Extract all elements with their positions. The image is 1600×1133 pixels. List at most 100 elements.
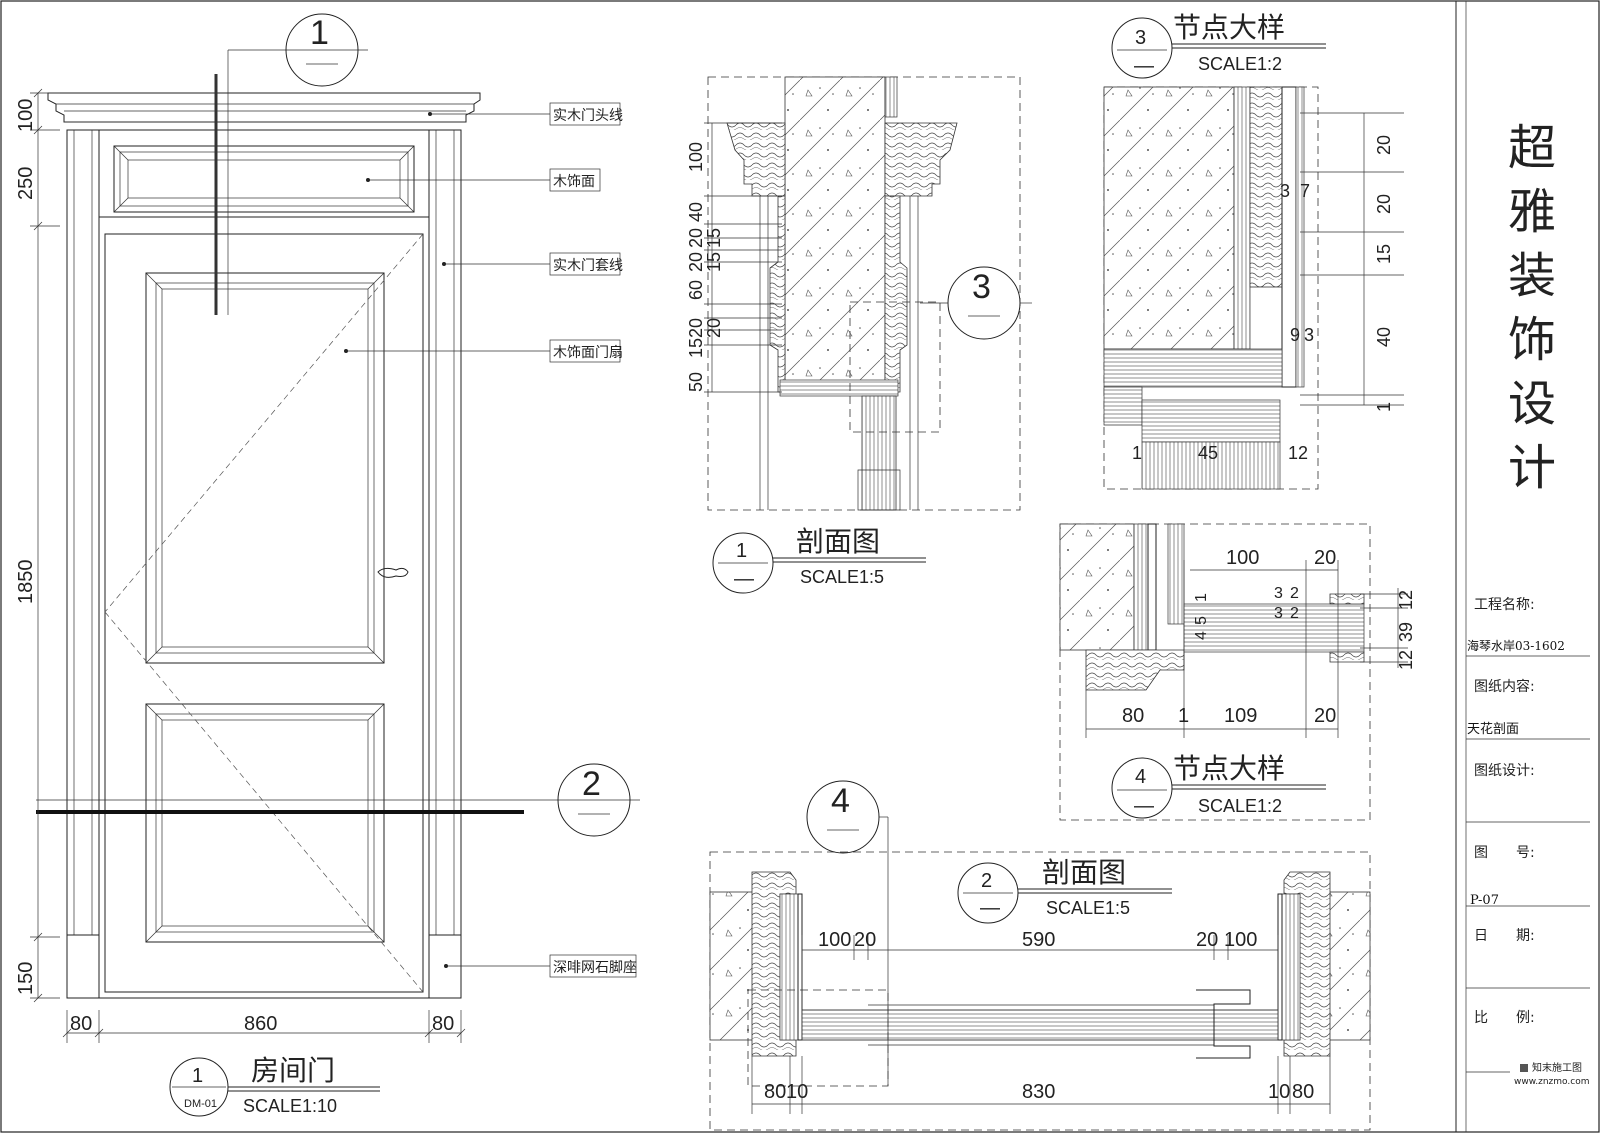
detail-3-view: 20 20 15 40 1 3 7 9 3 1 45 12 3 — 节点大样 S… xyxy=(1103,11,1404,490)
svg-text:20: 20 xyxy=(1374,194,1394,214)
svg-text:9: 9 xyxy=(1290,325,1300,345)
section-2-door-leaf xyxy=(801,1009,1279,1041)
callout-wood-veneer: 木饰面 xyxy=(553,174,595,190)
section-2-view: 4 100 20 590 20 100 80 10 830 10 xyxy=(709,780,1371,1131)
project-name-value: 海琴水岸03-1602 xyxy=(1467,638,1565,653)
svg-text:50: 50 xyxy=(686,372,706,392)
watermark-url: www.znzmo.com xyxy=(1514,1077,1589,1087)
dim-h-80-left: 80 xyxy=(70,1013,92,1035)
detail-4-view: 100 20 80 1 109 20 12 39 12 3 2 3 2 4 5 … xyxy=(1059,523,1416,821)
svg-text:20: 20 xyxy=(686,228,706,248)
svg-text:1: 1 xyxy=(1193,593,1210,602)
svg-text:—: — xyxy=(734,568,754,590)
designer-label: 图纸设计: xyxy=(1474,763,1535,779)
svg-text:10: 10 xyxy=(786,1081,808,1103)
svg-text:80: 80 xyxy=(1122,705,1144,727)
svg-text:10: 10 xyxy=(1268,1081,1290,1103)
svg-text:4: 4 xyxy=(1193,631,1210,640)
elevation-scale: SCALE1:10 xyxy=(243,1096,337,1116)
svg-text:1: 1 xyxy=(1374,402,1394,412)
svg-text:—: — xyxy=(1134,795,1154,817)
company-char-6: 计 xyxy=(1508,440,1556,496)
svg-text:15: 15 xyxy=(704,228,724,248)
svg-text:830: 830 xyxy=(1022,1081,1055,1103)
svg-text:1: 1 xyxy=(736,540,747,562)
elevation-title: 房间门 xyxy=(251,1054,335,1087)
content-value: 天花剖面 xyxy=(1467,721,1519,737)
section-1-view: 3 100 40 20 15 20 15 60 20 15 20 50 1 xyxy=(686,76,1032,594)
marble-plinth xyxy=(428,934,462,999)
svg-text:15: 15 xyxy=(704,252,724,272)
svg-text:100: 100 xyxy=(1226,547,1259,569)
svg-text:590: 590 xyxy=(1022,929,1055,951)
title-block: 超 雅 装 饰 设 计 工程名称: 海琴水岸03-1602 图纸内容: 天花剖面… xyxy=(1466,120,1590,1087)
drawing-no-value: P-07 xyxy=(1470,893,1499,908)
svg-text:2: 2 xyxy=(1290,585,1299,602)
svg-text:20: 20 xyxy=(686,252,706,272)
svg-text:12: 12 xyxy=(1396,650,1416,670)
svg-text:1: 1 xyxy=(192,1065,203,1087)
svg-text:7: 7 xyxy=(1300,181,1310,201)
watermark-logo-icon xyxy=(1520,1064,1528,1072)
svg-text:3: 3 xyxy=(1304,325,1314,345)
svg-text:1: 1 xyxy=(1132,443,1142,463)
svg-text:5: 5 xyxy=(1193,616,1210,625)
dim-h-860: 860 xyxy=(244,1013,277,1035)
section-1-scale: SCALE1:5 xyxy=(800,567,884,587)
svg-text:109: 109 xyxy=(1224,705,1257,727)
dim-v-250: 250 xyxy=(15,167,37,200)
door-lower-panel xyxy=(145,703,385,943)
svg-text:40: 40 xyxy=(1374,327,1394,347)
svg-text:20: 20 xyxy=(704,318,724,338)
detail-3-scale: SCALE1:2 xyxy=(1198,54,1282,74)
company-char-5: 设 xyxy=(1508,376,1556,432)
right-door-casing xyxy=(428,129,462,999)
svg-text:100: 100 xyxy=(818,929,851,951)
dim-v-1850: 1850 xyxy=(15,560,37,605)
svg-text:DM-01: DM-01 xyxy=(184,1098,217,1110)
svg-text:—: — xyxy=(1134,55,1154,77)
svg-text:20: 20 xyxy=(1374,135,1394,155)
company-char-4: 饰 xyxy=(1508,312,1556,368)
svg-text:100: 100 xyxy=(686,142,706,172)
svg-text:3: 3 xyxy=(972,268,991,306)
svg-text:15: 15 xyxy=(686,338,706,358)
content-label: 图纸内容: xyxy=(1474,678,1535,695)
svg-text:20: 20 xyxy=(686,318,706,338)
svg-text:15: 15 xyxy=(1374,244,1394,264)
company-char-3: 装 xyxy=(1508,248,1556,304)
section-2-title: 剖面图 xyxy=(1042,856,1126,889)
watermark-name: 知末施工图 xyxy=(1532,1061,1582,1074)
door-upper-panel xyxy=(145,272,385,664)
callout-head-molding: 实木门头线 xyxy=(553,108,623,124)
svg-text:20: 20 xyxy=(1314,547,1336,569)
company-char-1: 超 xyxy=(1508,120,1556,176)
detail-4-title: 节点大样 xyxy=(1173,752,1285,785)
svg-text:1: 1 xyxy=(1178,705,1189,727)
svg-text:20: 20 xyxy=(1196,929,1218,951)
project-name-label: 工程名称: xyxy=(1474,597,1535,613)
svg-text:100: 100 xyxy=(1224,929,1257,951)
detail-4-frame xyxy=(1059,523,1371,821)
scale-label: 比 例: xyxy=(1474,1010,1535,1026)
callout-plinth: 深啡网石脚座 xyxy=(553,960,637,976)
section-2-scale: SCALE1:5 xyxy=(1046,898,1130,918)
svg-text:2: 2 xyxy=(1290,605,1299,622)
svg-text:4: 4 xyxy=(831,782,850,820)
callout-door-casing: 实木门套线 xyxy=(553,258,623,274)
door-handle-icon xyxy=(377,567,409,578)
svg-text:60: 60 xyxy=(686,280,706,300)
section-marker-2 xyxy=(557,763,631,837)
svg-text:45: 45 xyxy=(1198,443,1218,463)
transom-wood-panel xyxy=(113,145,415,213)
svg-text:39: 39 xyxy=(1396,622,1416,642)
svg-text:3: 3 xyxy=(1280,181,1290,201)
section-1-title-badge xyxy=(712,532,774,594)
svg-text:2: 2 xyxy=(582,765,601,803)
door-leaf xyxy=(104,233,424,993)
door-elevation: 实木门头线 木饰面 实木门套线 木饰面门扇 深啡网石脚座 100 250 185… xyxy=(15,13,640,1117)
svg-text:1: 1 xyxy=(310,14,329,52)
